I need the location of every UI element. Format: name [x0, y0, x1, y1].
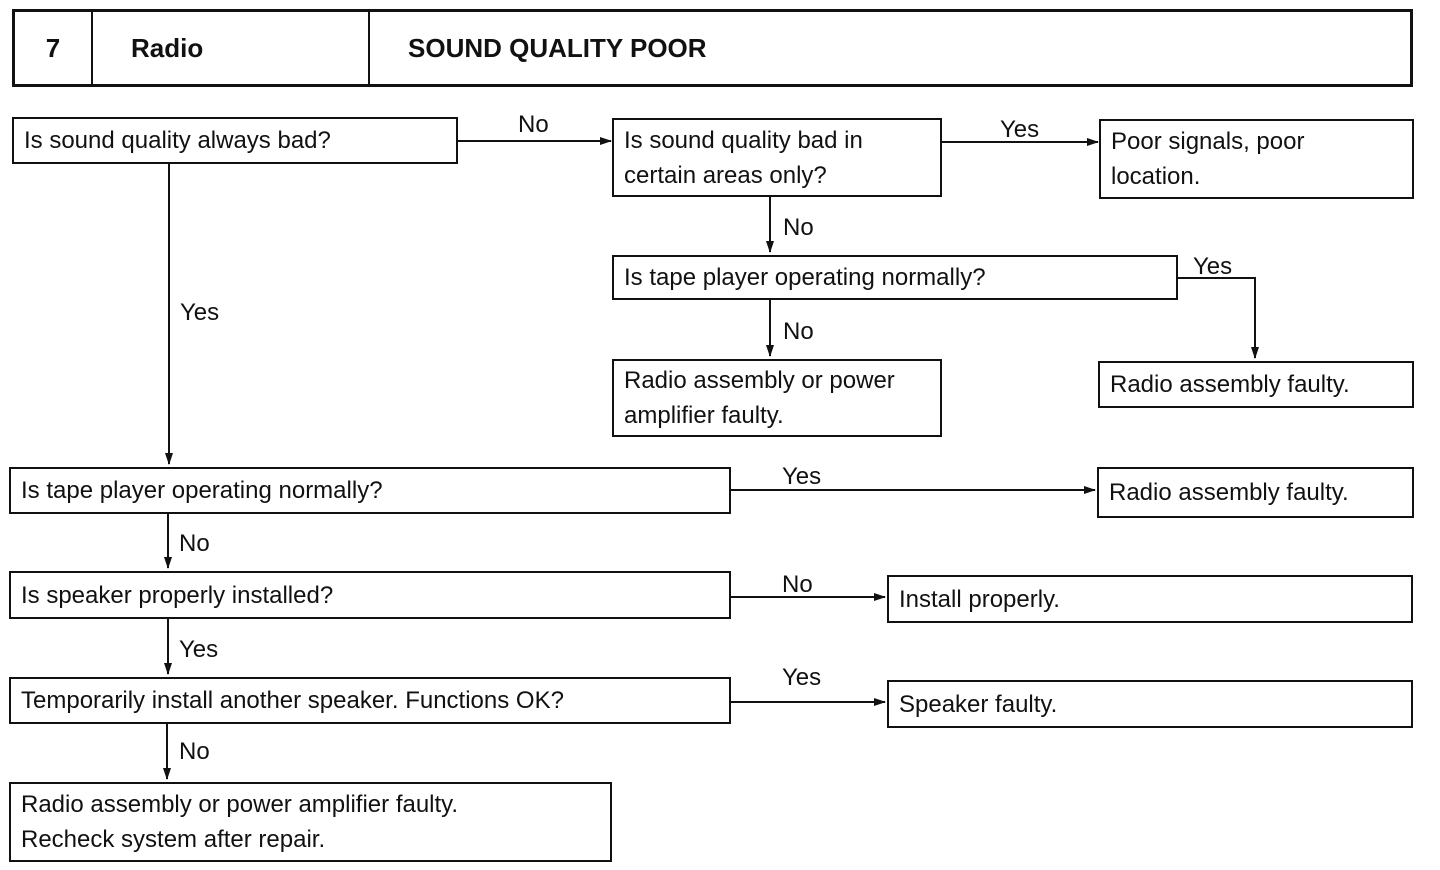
- result-final: Radio assembly or power amplifier faulty…: [9, 782, 612, 862]
- question-certain-areas-line2: certain areas only?: [624, 161, 827, 189]
- header-bar: 7 Radio SOUND QUALITY POOR: [12, 9, 1413, 87]
- result-poor-signals: Poor signals, poor location.: [1099, 119, 1414, 199]
- result-radio-or-amp-top: Radio assembly or power amplifier faulty…: [612, 359, 942, 437]
- edge-tape-top-yes: [1178, 277, 1259, 359]
- question-tape-top: Is tape player operating normally?: [612, 255, 1178, 300]
- question-tape-main: Is tape player operating normally?: [9, 467, 731, 514]
- edge-label-always-bad-yes: Yes: [180, 299, 220, 326]
- result-speaker-faulty-text: Speaker faulty.: [899, 690, 1058, 718]
- edge-label-tape-main-yes: Yes: [782, 463, 822, 490]
- question-always-bad-text: Is sound quality always bad?: [24, 127, 331, 154]
- question-temp-speaker: Temporarily install another speaker. Fun…: [9, 677, 731, 724]
- edge-label-tape-top-yes: Yes: [1193, 253, 1233, 280]
- edge-label-always-bad-no: No: [518, 111, 549, 138]
- system-name: Radio: [93, 12, 370, 84]
- result-radio-faulty-main-text: Radio assembly faulty.: [1109, 479, 1349, 506]
- edge-label-certain-areas-yes: Yes: [1000, 116, 1040, 143]
- result-radio-faulty-main: Radio assembly faulty.: [1097, 467, 1414, 518]
- edge-label-speaker-no: No: [782, 571, 813, 598]
- result-radio-faulty-top: Radio assembly faulty.: [1098, 361, 1414, 408]
- question-tape-top-text: Is tape player operating normally?: [624, 264, 986, 291]
- edge-label-certain-areas-no: No: [783, 214, 814, 241]
- result-poor-signals-line1: Poor signals, poor: [1111, 128, 1305, 155]
- question-certain-areas: Is sound quality bad in certain areas on…: [612, 118, 942, 197]
- result-radio-or-amp-line1: Radio assembly or power: [624, 367, 895, 394]
- edge-label-temp-yes: Yes: [782, 664, 822, 691]
- question-tape-main-text: Is tape player operating normally?: [21, 477, 383, 504]
- result-final-line2: Recheck system after repair.: [21, 826, 326, 853]
- question-always-bad: Is sound quality always bad?: [12, 117, 458, 164]
- question-speaker-installed: Is speaker properly installed?: [9, 571, 731, 619]
- page-title: SOUND QUALITY POOR: [408, 32, 707, 63]
- result-poor-signals-line2: location.: [1111, 163, 1201, 190]
- question-speaker-installed-text: Is speaker properly installed?: [21, 581, 334, 609]
- result-radio-faulty-top-text: Radio assembly faulty.: [1110, 371, 1350, 398]
- question-certain-areas-line1: Is sound quality bad in: [624, 126, 863, 154]
- edge-label-tape-top-no: No: [783, 318, 814, 345]
- result-radio-or-amp-line2: amplifier faulty.: [624, 402, 784, 429]
- edge-label-speaker-yes: Yes: [179, 636, 219, 663]
- result-final-line1: Radio assembly or power amplifier faulty…: [21, 791, 459, 818]
- question-temp-speaker-text: Temporarily install another speaker. Fun…: [21, 687, 564, 714]
- result-install-properly-text: Install properly.: [899, 585, 1060, 613]
- edge-label-tape-main-no: No: [179, 530, 210, 557]
- edge-label-temp-no: No: [179, 738, 210, 765]
- chart-number: 7: [15, 12, 93, 84]
- result-install-properly: Install properly.: [887, 575, 1413, 623]
- result-speaker-faulty: Speaker faulty.: [887, 680, 1413, 728]
